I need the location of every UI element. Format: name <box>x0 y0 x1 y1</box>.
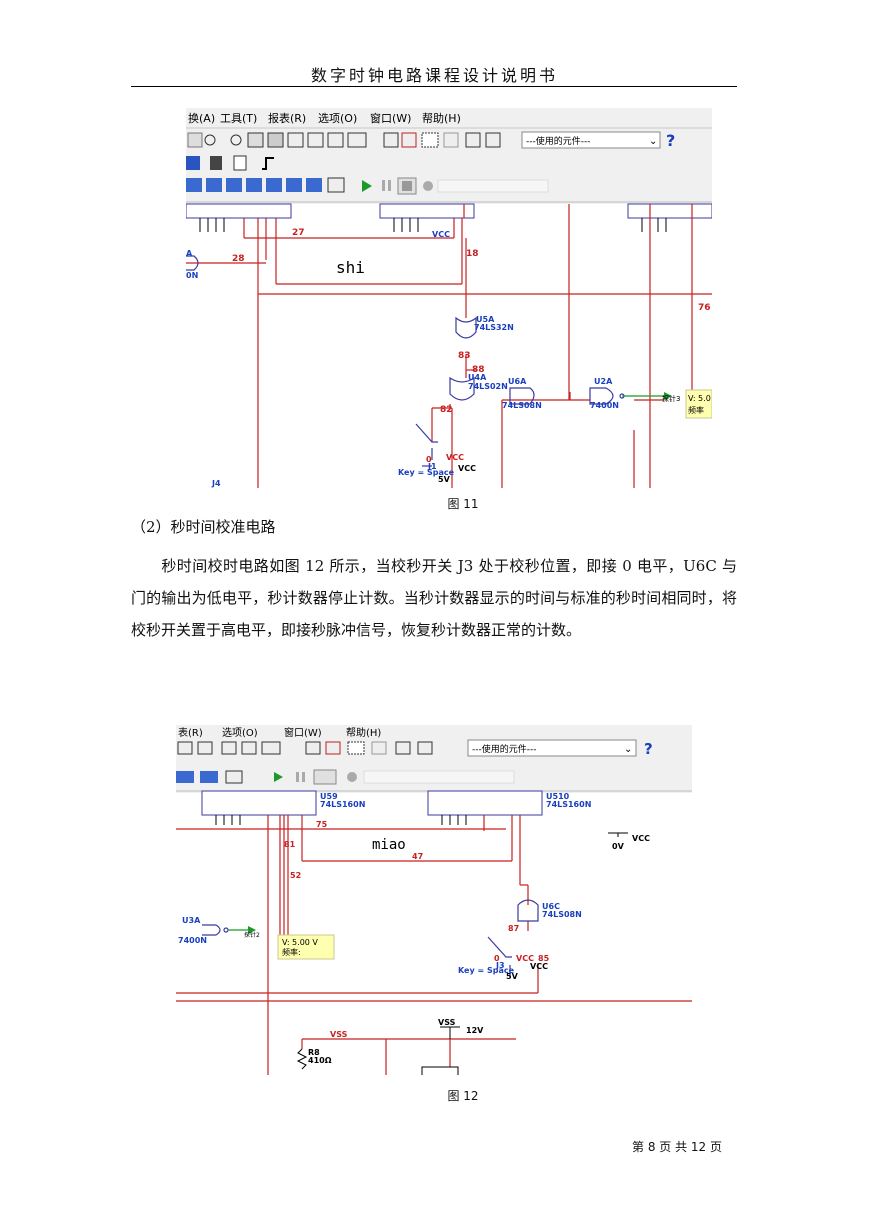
svg-text:U4A: U4A <box>468 373 487 382</box>
svg-text:---使用的元件---: ---使用的元件--- <box>472 743 537 755</box>
svg-text:VSS: VSS <box>438 1018 456 1027</box>
svg-text:U3A: U3A <box>182 916 201 925</box>
toolbar-row-3[interactable] <box>186 177 549 195</box>
svg-text:7400N: 7400N <box>590 401 619 410</box>
menu-item[interactable]: 窗口(W) <box>284 726 322 739</box>
toolbar-row-1[interactable] <box>177 741 433 755</box>
menu-item[interactable]: 帮助(H) <box>346 726 381 739</box>
component-dropdown[interactable] <box>521 131 661 149</box>
svg-text:V: 5.0: V: 5.0 <box>688 394 711 403</box>
dropdown-value: ---使用的元件--- <box>526 135 591 147</box>
menu-item[interactable]: 工具(T) <box>220 112 257 125</box>
svg-text:5V: 5V <box>506 972 519 981</box>
figure-12-caption: 图 12 <box>447 1089 479 1103</box>
net-label: 88 <box>472 365 485 375</box>
svg-text:85: 85 <box>538 954 550 963</box>
svg-text:410Ω: 410Ω <box>308 1056 332 1065</box>
svg-text:0V: 0V <box>612 842 625 851</box>
circuit-title: shi <box>336 258 365 277</box>
play-icon <box>362 180 372 192</box>
toolbar-row-1[interactable] <box>187 132 501 148</box>
net-label: 28 <box>232 254 245 264</box>
menu-item[interactable]: 选项(O) <box>222 726 258 739</box>
chevron-down-icon: ⌄ <box>624 744 632 755</box>
svg-text:VCC: VCC <box>530 962 548 971</box>
component-dropdown[interactable] <box>467 739 637 757</box>
toolbar-row-2[interactable] <box>186 155 274 171</box>
svg-text:Key = Space: Key = Space <box>398 468 455 477</box>
svg-text:0: 0 <box>494 954 500 963</box>
svg-text:Key = Space: Key = Space <box>458 966 515 975</box>
schematic: U59 74LS160N U510 74LS160N <box>176 790 692 1075</box>
svg-text:VSS: VSS <box>330 1030 348 1039</box>
svg-text:74LS32N: 74LS32N <box>474 323 514 332</box>
svg-text:U2A: U2A <box>594 377 613 386</box>
page-number: 第 8 页 共 12 页 <box>632 1140 722 1154</box>
menu-item[interactable]: 帮助(H) <box>422 111 461 125</box>
net-label: 82 <box>440 405 453 415</box>
probe-box <box>277 934 335 960</box>
svg-text:U6C: U6C <box>542 902 560 911</box>
net-label: 76 <box>698 303 711 313</box>
svg-text:探针3: 探针3 <box>662 394 680 403</box>
net-label: 83 <box>458 351 471 361</box>
menu-item[interactable]: 选项(O) <box>318 112 357 125</box>
svg-text:VCC: VCC <box>632 834 650 843</box>
svg-text:U510: U510 <box>546 792 570 801</box>
svg-text:52: 52 <box>290 871 301 880</box>
svg-text:R8: R8 <box>308 1048 320 1057</box>
menu-item[interactable]: 报表(R) <box>268 111 306 125</box>
svg-text:74LS08N: 74LS08N <box>502 401 542 410</box>
net-label: 18 <box>466 249 479 259</box>
svg-text:U5A: U5A <box>476 315 495 324</box>
svg-text:V: 5.00 V: V: 5.00 V <box>282 938 318 947</box>
menu-item[interactable]: 换(A) <box>188 111 215 125</box>
svg-text:0N: 0N <box>186 271 198 280</box>
menu-bar: 换(A) 工具(T) 报表(R) 选项(O) 窗口(W) 帮助(H) <box>188 111 461 125</box>
svg-text:VCC: VCC <box>516 954 534 963</box>
svg-text:74LS160N: 74LS160N <box>320 800 365 809</box>
svg-text:7400N: 7400N <box>178 936 207 945</box>
svg-text:频率:: 频率: <box>282 947 301 957</box>
help-icon[interactable]: ? <box>644 740 653 758</box>
svg-text:U6A: U6A <box>508 377 527 386</box>
figure-12-screenshot: 表(R) 选项(O) 窗口(W) 帮助(H) ---使用的元件--- ⌄ ? <box>176 725 692 1075</box>
figure-11-screenshot: 换(A) 工具(T) 报表(R) 选项(O) 窗口(W) 帮助(H) ---使用… <box>186 108 712 490</box>
svg-text:U59: U59 <box>320 792 338 801</box>
net-label: 27 <box>292 228 305 238</box>
svg-text:12V: 12V <box>466 1026 484 1035</box>
svg-text:VCC: VCC <box>432 230 450 239</box>
help-icon[interactable]: ? <box>666 131 675 150</box>
svg-text:探针2: 探针2 <box>244 931 260 939</box>
document-header: 数字时钟电路课程设计说明书 <box>310 66 558 85</box>
svg-text:频率: 频率 <box>688 405 704 415</box>
body-paragraph: 秒时间校时电路如图 12 所示，当校秒开关 J3 处于校秒位置，即接 0 电平，… <box>131 557 737 639</box>
svg-text:74LS160N: 74LS160N <box>546 800 591 809</box>
svg-text:5V: 5V <box>438 475 451 484</box>
menu-item[interactable]: 表(R) <box>178 726 203 739</box>
menu-item[interactable]: 窗口(W) <box>370 111 411 125</box>
svg-text:74LS02N: 74LS02N <box>468 382 508 391</box>
toolbar-row-2[interactable] <box>176 769 515 785</box>
svg-text:87: 87 <box>508 924 519 933</box>
svg-text:75: 75 <box>316 820 328 829</box>
svg-text:81: 81 <box>284 840 296 849</box>
svg-text:74LS08N: 74LS08N <box>542 910 582 919</box>
circuit-title: miao <box>372 837 406 853</box>
chevron-down-icon: ⌄ <box>649 136 657 147</box>
svg-text:J1: J1 <box>427 462 437 471</box>
probe-box <box>685 389 712 419</box>
play-icon <box>274 772 283 782</box>
svg-text:VCC: VCC <box>458 464 476 473</box>
svg-text:0: 0 <box>426 455 432 464</box>
schematic: 27 28 18 83 88 82 76 shi A 0N U5A 74LS32… <box>186 203 712 488</box>
figure-11-caption: 图 11 <box>447 497 479 511</box>
svg-text:VCC: VCC <box>446 453 464 462</box>
svg-text:47: 47 <box>412 852 423 861</box>
svg-text:A: A <box>186 249 193 258</box>
svg-text:J4: J4 <box>211 479 221 488</box>
svg-text:J3: J3 <box>495 961 505 970</box>
section-heading: （2）秒时间校准电路 <box>131 518 276 536</box>
header-rule <box>131 86 737 87</box>
